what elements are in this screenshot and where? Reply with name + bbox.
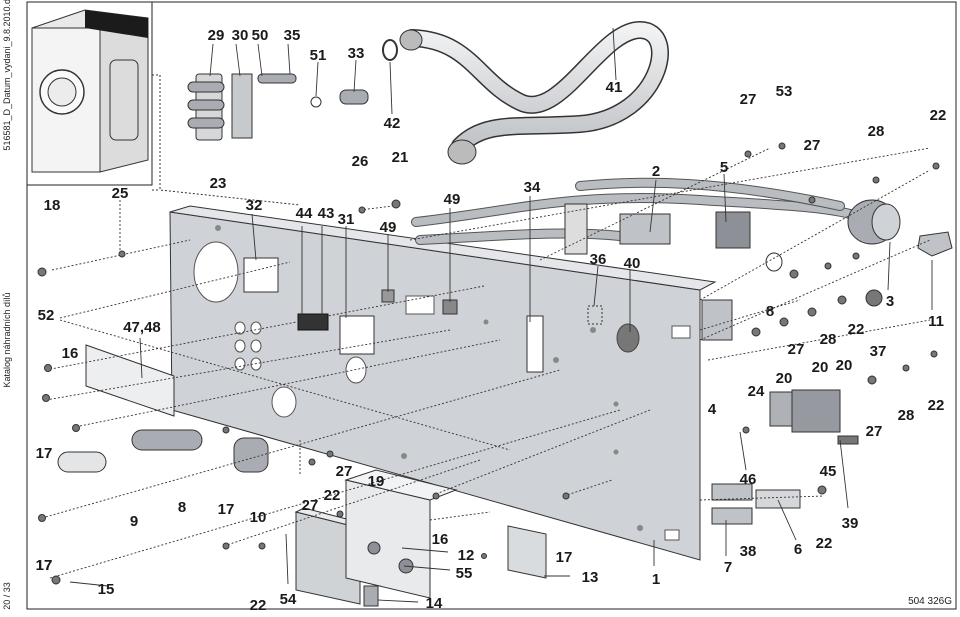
part-callout: 44 bbox=[296, 205, 313, 222]
part-callout: 43 bbox=[318, 205, 335, 222]
part-callout: 23 bbox=[210, 175, 227, 192]
part-callout: 27 bbox=[788, 341, 805, 358]
part-callout: 54 bbox=[280, 591, 297, 608]
part-callout: 25 bbox=[112, 185, 129, 202]
part-callout: 15 bbox=[98, 581, 115, 598]
part-callout: 33 bbox=[348, 45, 365, 62]
part-callout: 46 bbox=[740, 471, 757, 488]
part-callout: 49 bbox=[380, 219, 397, 236]
part-callout: 31 bbox=[338, 211, 355, 228]
part-callout: 24 bbox=[748, 383, 765, 400]
part-callout: 14 bbox=[426, 595, 443, 612]
part-callout: 27 bbox=[866, 423, 883, 440]
part-callout: 30 bbox=[232, 27, 249, 44]
part-callout: 28 bbox=[868, 123, 885, 140]
part-callout: 22 bbox=[848, 321, 865, 338]
part-callout: 1 bbox=[652, 571, 660, 588]
part-callout: 12 bbox=[458, 547, 475, 564]
part-callout: 26 bbox=[352, 153, 369, 170]
part-callout: 35 bbox=[284, 27, 301, 44]
part-callout: 49 bbox=[444, 191, 461, 208]
control-panel bbox=[169, 205, 717, 561]
washer-thumbnail bbox=[26, 1, 153, 186]
part-callout: 20 bbox=[776, 370, 793, 387]
part-callout: 20 bbox=[812, 359, 829, 376]
part-callout: 42 bbox=[384, 115, 401, 132]
part-callout: 28 bbox=[898, 407, 915, 424]
part-callout: 50 bbox=[252, 27, 269, 44]
part-callout: 19 bbox=[368, 473, 385, 490]
terminal-block-parts bbox=[187, 73, 369, 141]
fasteners bbox=[37, 142, 940, 585]
callout-lines bbox=[69, 27, 933, 603]
part-callout: 17 bbox=[36, 445, 53, 462]
drawing-code: 504 326G bbox=[908, 596, 952, 607]
part-callout: 4 bbox=[708, 401, 717, 418]
part-callout: 22 bbox=[250, 597, 267, 614]
part-callout: 8 bbox=[766, 303, 774, 320]
part-callout: 22 bbox=[930, 107, 947, 124]
part-callout: 36 bbox=[590, 251, 607, 268]
part-callout: 28 bbox=[820, 331, 837, 348]
part-callout: 27 bbox=[336, 463, 353, 480]
part-callout: 7 bbox=[724, 559, 732, 576]
part-callout: 47,48 bbox=[123, 319, 161, 336]
part-callout: 27 bbox=[302, 497, 319, 514]
rating-plate bbox=[85, 344, 175, 417]
part-callout: 37 bbox=[870, 343, 887, 360]
part-callout: 22 bbox=[928, 397, 945, 414]
part-callout: 5 bbox=[720, 159, 728, 176]
part-callout: 16 bbox=[432, 531, 449, 548]
part-callout: 27 bbox=[740, 91, 757, 108]
part-callout: 40 bbox=[624, 255, 641, 272]
part-callout: 21 bbox=[392, 149, 409, 166]
part-callout: 45 bbox=[820, 463, 837, 480]
part-callout: 29 bbox=[208, 27, 225, 44]
part-callout: 2 bbox=[652, 163, 660, 180]
part-callout: 10 bbox=[250, 509, 267, 526]
part-callout: 3 bbox=[886, 293, 894, 310]
part-callout: 16 bbox=[62, 345, 79, 362]
part-callout: 13 bbox=[582, 569, 599, 586]
thumbnail-leader bbox=[152, 74, 301, 206]
part-callout: 20 bbox=[836, 357, 853, 374]
part-callout: 34 bbox=[524, 179, 541, 196]
part-callout: 41 bbox=[606, 79, 623, 96]
part-callout: 17 bbox=[36, 557, 53, 574]
part-callout: 17 bbox=[36, 557, 53, 574]
part-callout: 17 bbox=[556, 549, 573, 566]
part-callout: 53 bbox=[776, 83, 793, 100]
part-callout: 17 bbox=[218, 501, 235, 518]
part-callout: 52 bbox=[38, 307, 55, 324]
part-callout: 51 bbox=[310, 47, 327, 64]
bottom-parts bbox=[57, 429, 547, 607]
part-callout: 39 bbox=[842, 515, 859, 532]
part-callout: 6 bbox=[794, 541, 802, 558]
part-callout: 8 bbox=[178, 499, 186, 516]
part-callout: 18 bbox=[44, 197, 61, 214]
part-callout: 55 bbox=[456, 565, 473, 582]
leader-lines bbox=[41, 147, 931, 579]
hose-bundle bbox=[411, 177, 901, 255]
part-callout: 22 bbox=[324, 487, 341, 504]
part-callout: 11 bbox=[928, 313, 944, 330]
part-callout: 38 bbox=[740, 543, 757, 560]
part-callout: 9 bbox=[130, 513, 138, 530]
right-side-parts bbox=[701, 231, 953, 525]
part-callout: 32 bbox=[246, 197, 263, 214]
part-callout: 22 bbox=[816, 535, 833, 552]
part-callout: 27 bbox=[804, 137, 821, 154]
page-frame bbox=[26, 1, 957, 610]
